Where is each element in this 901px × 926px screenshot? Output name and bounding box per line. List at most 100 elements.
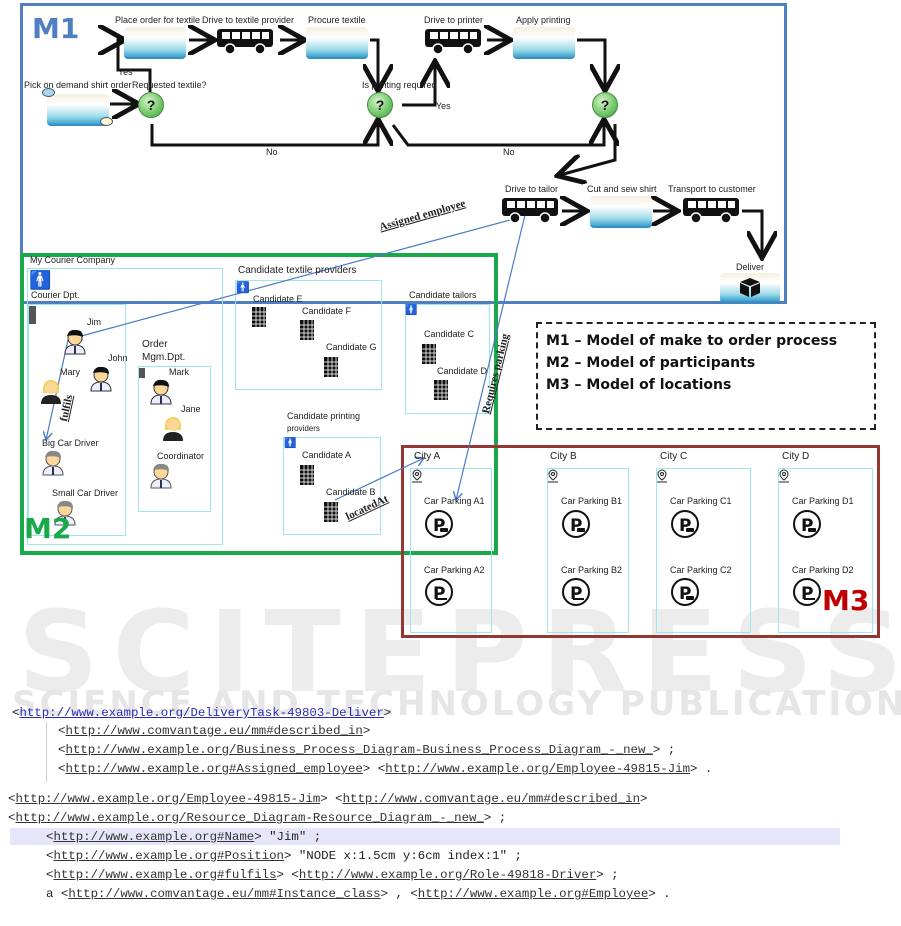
courier-dpt-label: Courier Dpt. — [31, 290, 80, 300]
department-icon — [29, 306, 36, 324]
rdf-line: <http://www.example.org#fulfils> <http:/… — [46, 868, 619, 882]
building-icon[interactable] — [322, 354, 340, 378]
parking-icon[interactable]: P — [424, 509, 454, 539]
rdf-line: <http://www.example.org#Name> "Jim" ; — [46, 830, 322, 844]
parking-icon[interactable]: P — [561, 577, 591, 607]
rdf-type-keyword: a — [46, 887, 54, 901]
task-place-order[interactable] — [124, 27, 186, 59]
printing-providers-label-line1: Candidate printing — [287, 411, 361, 421]
order-dpt-label-line2: Mgm.Dpt. — [142, 352, 186, 363]
building-icon[interactable] — [432, 377, 450, 401]
rdf-object-link[interactable]: http://www.example.org/Business_Process_… — [65, 743, 653, 757]
svg-text:P: P — [801, 584, 813, 604]
parking-icon[interactable]: P — [424, 577, 454, 607]
person-icon[interactable] — [40, 448, 66, 476]
person-icon[interactable] — [52, 498, 78, 526]
rdf-object-link[interactable]: http://www.comvantage.eu/mm#Instance_cla… — [68, 887, 381, 901]
parking-icon[interactable]: P — [792, 577, 822, 607]
person-name-mark: Mark — [169, 367, 189, 377]
person-icon[interactable] — [62, 327, 88, 355]
person-icon[interactable] — [88, 364, 114, 392]
rdf-subject-link[interactable]: http://www.example.org/DeliveryTask-4980… — [19, 706, 384, 720]
city-box — [410, 468, 492, 633]
printing-providers-label-line2: providers — [287, 424, 320, 433]
rdf-predicate-link[interactable]: http://www.example.org#fulfils — [53, 868, 277, 882]
edge-label-yes: Yes — [436, 101, 451, 111]
task-label-place-order: Place order for textile — [115, 15, 201, 25]
person-name-big-car-driver: Big Car Driver — [42, 438, 99, 448]
rdf-subject-link[interactable]: http://www.example.org/Employee-49815-Ji… — [15, 792, 321, 806]
candidate-name-f: Candidate F — [302, 306, 352, 316]
organization-icon: 🚹 — [236, 282, 250, 294]
task-apply-printing[interactable] — [513, 27, 575, 59]
bus-icon[interactable] — [216, 27, 274, 55]
rdf-predicate-link[interactable]: http://www.comvantage.eu/mm#described_in — [65, 724, 363, 738]
building-icon[interactable] — [298, 317, 316, 341]
person-name-small-car-driver: Small Car Driver — [52, 488, 119, 498]
person-icon[interactable] — [38, 377, 64, 405]
rdf-object-link[interactable]: http://www.example.org/Employee-49815-Ji… — [385, 762, 691, 776]
legend-box: M1 – Model of make to order process M2 –… — [536, 322, 876, 430]
parking-icon[interactable]: P — [670, 509, 700, 539]
location-pin-icon — [779, 469, 789, 483]
rdf-line: a <http://www.comvantage.eu/mm#Instance_… — [46, 887, 671, 901]
task-label-apply-printing: Apply printing — [516, 15, 571, 25]
city-box — [547, 468, 629, 633]
department-icon — [139, 368, 145, 378]
location-pin-icon — [548, 469, 558, 483]
gate-merge[interactable]: ? — [592, 92, 618, 118]
rdf-object-link[interactable]: http://www.example.org/Role-49818-Driver — [298, 868, 597, 882]
svg-text:P: P — [433, 584, 445, 604]
textile-providers-label: Candidate textile providers — [238, 265, 357, 276]
model-m3-frame — [401, 445, 880, 638]
parking-name: Car Parking B1 — [561, 496, 623, 506]
person-icon[interactable] — [148, 377, 174, 405]
rdf-object-link[interactable]: http://www.example.org#Employee — [417, 887, 649, 901]
order-dpt-box — [138, 366, 211, 512]
svg-text:P: P — [801, 516, 813, 536]
person-name-jim: Jim — [87, 317, 101, 327]
task-cut-sew[interactable] — [590, 196, 652, 228]
building-icon[interactable] — [298, 462, 316, 486]
parking-icon[interactable]: P — [561, 509, 591, 539]
edge-label-no: No — [266, 147, 278, 157]
rdf-line: <http://www.example.org/Resource_Diagram… — [8, 811, 507, 825]
rdf-predicate-link[interactable]: http://www.example.org#Assigned_employee — [65, 762, 363, 776]
parking-icon[interactable]: P — [792, 509, 822, 539]
svg-text:P: P — [679, 584, 691, 604]
rdf-line: <http://www.example.org/Business_Process… — [58, 743, 676, 757]
candidate-name-b: Candidate B — [326, 487, 376, 497]
bus-icon[interactable] — [424, 27, 482, 55]
gate-requested-textile[interactable]: ? — [138, 92, 164, 118]
person-name-mary: Mary — [60, 367, 80, 377]
building-icon[interactable] — [322, 499, 340, 523]
building-icon[interactable] — [250, 304, 268, 328]
city-name: City C — [660, 451, 688, 462]
rdf-predicate-link[interactable]: http://www.example.org#Name — [53, 830, 255, 844]
rdf-predicate-link[interactable]: http://www.example.org#Position — [53, 849, 284, 863]
indent-guide — [46, 722, 47, 782]
task-deliver[interactable] — [720, 273, 780, 303]
city-name: City A — [414, 451, 441, 462]
tailors-label: Candidate tailors — [409, 290, 477, 300]
rdf-object-link[interactable]: http://www.example.org/Resource_Diagram-… — [15, 811, 484, 825]
bus-icon[interactable] — [501, 196, 559, 224]
person-icon[interactable] — [148, 461, 174, 489]
order-dpt-label-line1: Order — [142, 339, 168, 350]
person-icon[interactable] — [160, 414, 186, 442]
gate-label-requested-textile: Requested textile? — [132, 80, 207, 90]
location-pin-icon — [412, 469, 422, 483]
gate-printing-required[interactable]: ? — [367, 92, 393, 118]
person-name-john: John — [108, 353, 128, 363]
organization-icon: 🚹 — [405, 305, 418, 316]
legend-item-m3: M3 – Model of locations — [546, 377, 732, 393]
building-icon[interactable] — [420, 341, 438, 365]
parking-icon[interactable]: P — [670, 577, 700, 607]
rdf-line: <http://www.example.org#Position> "NODE … — [46, 849, 522, 863]
task-procure[interactable] — [306, 27, 368, 59]
rdf-predicate-link[interactable]: http://www.comvantage.eu/mm#described_in — [342, 792, 641, 806]
rdf-literal: "NODE x:1.5cm y:6cm index:1" — [298, 849, 508, 863]
bus-icon[interactable] — [682, 196, 740, 224]
task-pick-order[interactable] — [47, 94, 109, 126]
task-label-pick-order: Pick on demand shirt order — [24, 80, 132, 90]
